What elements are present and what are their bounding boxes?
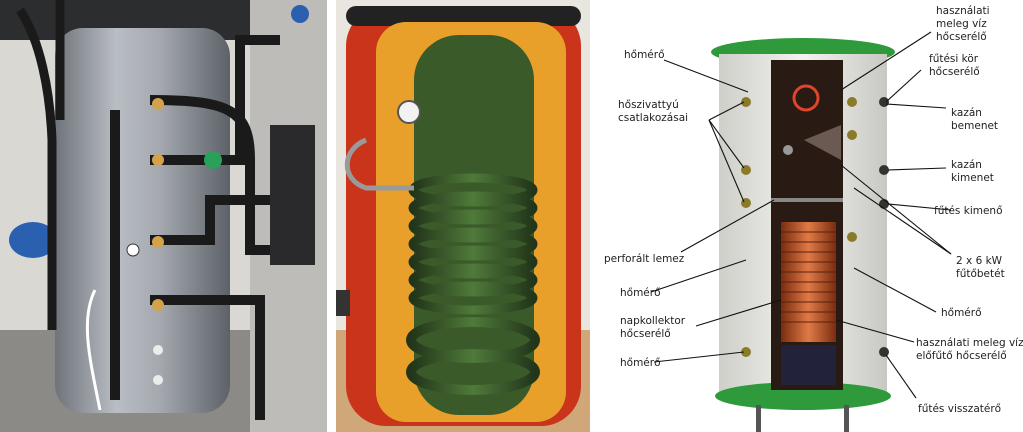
port-edge-2 — [879, 165, 889, 175]
white-cable — [85, 289, 102, 411]
heat-exchanger-coil — [406, 173, 540, 395]
top-cap — [346, 6, 581, 26]
leader-lines — [650, 31, 952, 399]
label-line: fűtés kimenő — [934, 205, 1003, 217]
copper-coil — [781, 222, 836, 342]
label-hoszivattyu-csatlakozasai: hőszivattyú csatlakozásai — [618, 99, 688, 124]
label-line: meleg víz — [936, 18, 987, 30]
label-line: csatlakozásai — [618, 112, 688, 124]
label-homero-top: hőmérő — [624, 49, 665, 61]
label-kazan-kimenet: kazán kimenet — [951, 159, 994, 184]
storage-tank — [55, 28, 230, 413]
top-coil-ring — [792, 84, 820, 112]
label-napkollektor-hocserelo: napkollektor hőcserélő — [620, 315, 688, 340]
label-line: hőmérő — [941, 307, 982, 319]
fitting-2 — [152, 154, 164, 166]
label-hasznalati-meleg-viz-hocserelo: használati meleg víz hőcserélő — [936, 5, 993, 43]
port-right-1 — [847, 97, 857, 107]
label-futobetet: 2 x 6 kW fűtőbetét — [956, 255, 1005, 280]
pipe-black-right-4 — [150, 295, 265, 420]
port-edge-1 — [879, 97, 889, 107]
labeled-diagram: használati meleg víz hőcserélő fűtési kö… — [596, 0, 1023, 432]
leg-left — [756, 405, 761, 432]
label-line: fűtés visszatérő — [918, 403, 1001, 415]
label-line: hőcserélő — [936, 31, 987, 43]
heating-element-bracket — [804, 125, 841, 160]
label-line: előfűtő hőcserélő — [916, 350, 1007, 362]
label-kazan-bemenet: kazán bemenet — [951, 107, 998, 132]
label-futesi-kor-hocserelo: fűtési kör hőcserélő — [929, 53, 981, 78]
perforated-plate — [771, 198, 843, 202]
expansion-vessel — [9, 222, 57, 258]
fitting-4 — [152, 299, 164, 311]
port-edge-3 — [879, 199, 889, 209]
label-line: 2 x 6 kW — [956, 255, 1003, 267]
sensor-2 — [153, 375, 163, 385]
fitting-1 — [152, 98, 164, 110]
label-line: hőcserélő — [929, 66, 980, 78]
label-line: fűtési kör — [929, 53, 979, 65]
label-line: kazán — [951, 159, 982, 171]
thermometer-left — [126, 243, 140, 257]
pipe-black-left — [16, 7, 57, 330]
label-line: hőmérő — [620, 357, 661, 369]
floor-pipe — [336, 290, 350, 316]
label-hasznalati-meleg-viz-elofuto: használati meleg víz előfűtő hőcserélő — [916, 337, 1023, 362]
label-line: perforált lemez — [604, 253, 685, 265]
pipe-black-right-3 — [150, 195, 270, 245]
label-line: kimenet — [951, 172, 994, 184]
label-line: hőszivattyú — [618, 99, 679, 111]
port-edge-4 — [879, 347, 889, 357]
pump — [204, 151, 222, 169]
thermometer-dial — [397, 100, 421, 124]
port-left-1 — [741, 97, 751, 107]
label-line: hőcserélő — [620, 328, 671, 340]
label-line: bemenet — [951, 120, 998, 132]
label-homero-mid: hőmérő — [620, 287, 661, 299]
pressure-gauge — [291, 5, 309, 23]
port-right-2 — [847, 130, 857, 140]
control-box — [270, 125, 315, 265]
label-perforalt-lemez: perforált lemez — [604, 253, 685, 265]
label-line: kazán — [951, 107, 982, 119]
label-homero-bottom: hőmérő — [620, 357, 661, 369]
labeled-diagram-svg: használati meleg víz hőcserélő fűtési kö… — [604, 5, 1023, 432]
label-line: használati meleg víz — [916, 337, 1023, 349]
port-left-4 — [741, 347, 751, 357]
port-right-3 — [847, 232, 857, 242]
label-line: fűtőbetét — [956, 268, 1005, 280]
pipe-black-right-2 — [150, 35, 280, 165]
installed-tank-photo — [0, 0, 327, 432]
label-line: használati — [936, 5, 990, 17]
label-line: napkollektor — [620, 315, 686, 327]
label-futes-kimeno: fűtés kimenő — [934, 205, 1003, 217]
bottom-coil — [781, 345, 836, 385]
label-line: hőmérő — [620, 287, 661, 299]
side-pipe — [344, 137, 414, 191]
fitting-3 — [152, 236, 164, 248]
bottom-green-base — [715, 382, 891, 410]
label-homero-right: hőmérő — [941, 307, 982, 319]
leg-right — [844, 405, 849, 432]
sensor-1 — [153, 345, 163, 355]
cutaway-tank-illustration — [336, 0, 590, 432]
label-futes-visszatero: fűtés visszatérő — [918, 403, 1001, 415]
label-line: hőmérő — [624, 49, 665, 61]
heating-element-bolt — [783, 145, 793, 155]
cutaway-tank-photo — [336, 0, 590, 432]
installed-tank-illustration — [0, 0, 327, 432]
